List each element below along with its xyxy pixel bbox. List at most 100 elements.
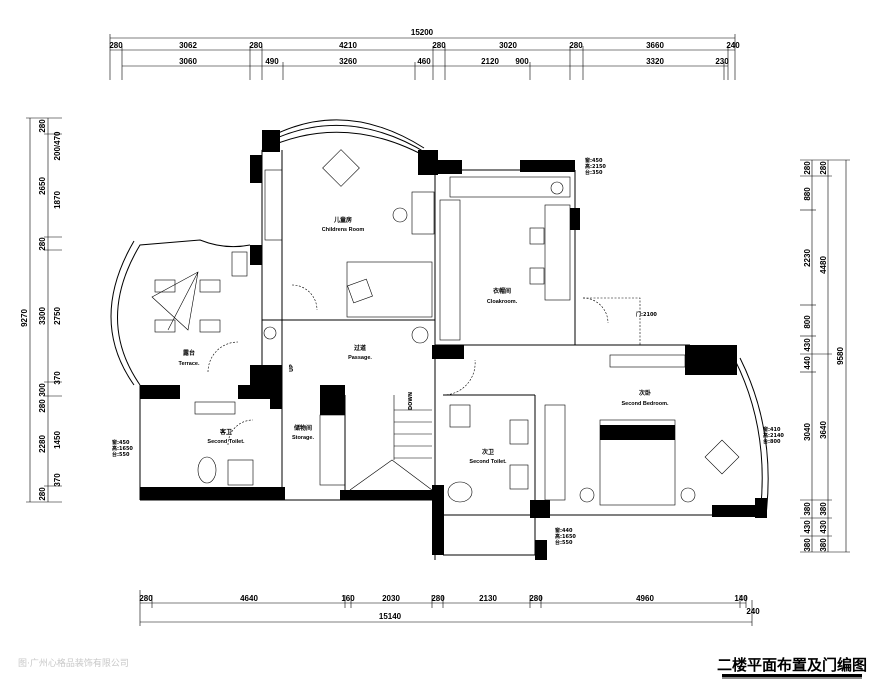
- toilet-icon: [447, 481, 473, 503]
- plant-icon: [411, 326, 429, 344]
- dim-label: 2750: [53, 307, 62, 325]
- dim-label: 440: [803, 356, 812, 370]
- dim-label: 4640: [240, 594, 258, 603]
- room-label-passage-cn: 过道: [354, 344, 366, 352]
- armchair-icon: [322, 149, 360, 187]
- dim-label: 240: [746, 607, 760, 616]
- dim-label: 4210: [339, 41, 357, 50]
- room-label-childrens-cn: 儿童房: [333, 216, 352, 224]
- window-tag: 台:550: [555, 539, 573, 546]
- stair-up-label: UP: [289, 364, 295, 372]
- dim-label: 430: [819, 520, 828, 534]
- dim-label: 280: [569, 41, 583, 50]
- dim-label: 3060: [179, 57, 197, 66]
- room-label-toilet-right-en: Second Toilet.: [469, 459, 507, 465]
- right-dimensions: 280 880 2230 800 430 440 3040 380 430 38…: [800, 159, 850, 553]
- room-label-bedroom-cn: 次卧: [639, 389, 651, 397]
- dim-label: 3260: [339, 57, 357, 66]
- dim-label: 2130: [479, 594, 497, 603]
- left-dimensions: 9270 280 2650 280 3300 300 280 2280 280 …: [20, 117, 62, 503]
- room-label-cloakroom-en: Cloakroom.: [487, 299, 518, 305]
- walls: [110, 119, 769, 560]
- dim-label: 430: [803, 338, 812, 352]
- lamp-icon: [550, 181, 564, 195]
- shower-icon: [449, 404, 471, 428]
- dim-label: 3640: [819, 421, 828, 439]
- room-label-terrace-cn: 露台: [183, 349, 195, 357]
- window-tag: 窗:410: [763, 426, 781, 433]
- top-dimensions: 15200 280 3062 280 4210 280 3020 280 366…: [109, 28, 740, 80]
- dim-label: 230: [715, 57, 729, 66]
- bed-icon: [346, 261, 433, 318]
- room-label-childrens-en: Childrens Room: [322, 227, 365, 233]
- dim-label: 3300: [38, 307, 47, 325]
- dim-label: 280: [38, 399, 47, 413]
- window-tag: 高:1650: [112, 445, 133, 452]
- room-label-bedroom-en: Second Bedroom.: [621, 401, 669, 407]
- window-tag: 高:1650: [555, 533, 576, 540]
- door-tag: 门:2100: [636, 311, 657, 318]
- dim-label: 280: [529, 594, 543, 603]
- dim-label: 280: [109, 41, 123, 50]
- washer-icon: [227, 459, 254, 486]
- dim-label: 3320: [646, 57, 664, 66]
- room-label-cloakroom-cn: 衣帽间: [493, 287, 511, 295]
- dim-label: 240: [726, 41, 740, 50]
- dim-label: 2230: [803, 249, 812, 267]
- dim-label: 900: [515, 57, 529, 66]
- bottom-dimensions: 280 4640 160 2030 280 2130 280 4960 140 …: [139, 590, 760, 626]
- dim-label: 140: [734, 594, 748, 603]
- sink-icon: [194, 401, 236, 415]
- dim-label: 380: [819, 502, 828, 516]
- dim-label: 4480: [819, 256, 828, 274]
- armchair-icon: [704, 439, 740, 475]
- dim-label: 280: [819, 161, 828, 175]
- stair-down-label: DOWN: [408, 392, 414, 410]
- dim-label: 280: [431, 594, 445, 603]
- dim-label: 490: [265, 57, 279, 66]
- dim-label: 3020: [499, 41, 517, 50]
- dim-label: 2280: [38, 435, 47, 453]
- dim-label: 370: [53, 371, 62, 385]
- room-label-storage-cn: 储物间: [293, 424, 312, 432]
- room-label-terrace-en: Terrace.: [179, 361, 200, 367]
- dim-label: 3660: [646, 41, 664, 50]
- room-label-storage-en: Storage.: [292, 435, 314, 441]
- dim-label: 2120: [481, 57, 499, 66]
- dim-label: 3040: [803, 423, 812, 441]
- dim-label: 300: [38, 383, 47, 397]
- dim-label: 280: [803, 161, 812, 175]
- watermark: 图·广州心格品装饰有限公司: [18, 657, 129, 669]
- dim-top-total: 15200: [411, 28, 434, 37]
- dim-label: 1450: [53, 431, 62, 449]
- dim-label: 280: [38, 237, 47, 251]
- room-labels: 儿童房 Childrens Room 衣帽间 Cloakroom. 露台 Ter…: [179, 216, 670, 465]
- window-tag: 台:550: [112, 451, 130, 458]
- room-label-toilet-left-en: Second Toilet.: [207, 439, 245, 445]
- sink-icon: [509, 419, 529, 445]
- dressing-table-icon: [544, 204, 571, 301]
- lamp-icon: [579, 487, 595, 503]
- lamp-icon: [263, 326, 277, 340]
- room-label-toilet-right-cn: 次卫: [482, 448, 494, 456]
- window-tag: 窗:450: [112, 439, 130, 446]
- room-label-passage-en: Passage.: [348, 355, 372, 361]
- window-tag: 台:350: [585, 169, 603, 176]
- window-tag: 高:2140: [763, 432, 784, 439]
- title-underline: [722, 674, 862, 677]
- desk-chair-icon: [392, 207, 408, 223]
- dim-label: 430: [803, 520, 812, 534]
- window-tag: 窗:450: [585, 157, 603, 164]
- dim-label: 280: [432, 41, 446, 50]
- dim-label: 380: [803, 502, 812, 516]
- dim-label: 880: [803, 187, 812, 201]
- dim-label: 4960: [636, 594, 654, 603]
- toilet-icon: [197, 456, 217, 484]
- dim-label: 800: [803, 315, 812, 329]
- dim-label: 160: [341, 594, 355, 603]
- dim-label: 2650: [38, 177, 47, 195]
- dim-label: 380: [819, 538, 828, 552]
- dim-label: 1870: [53, 191, 62, 209]
- furniture: [151, 149, 740, 506]
